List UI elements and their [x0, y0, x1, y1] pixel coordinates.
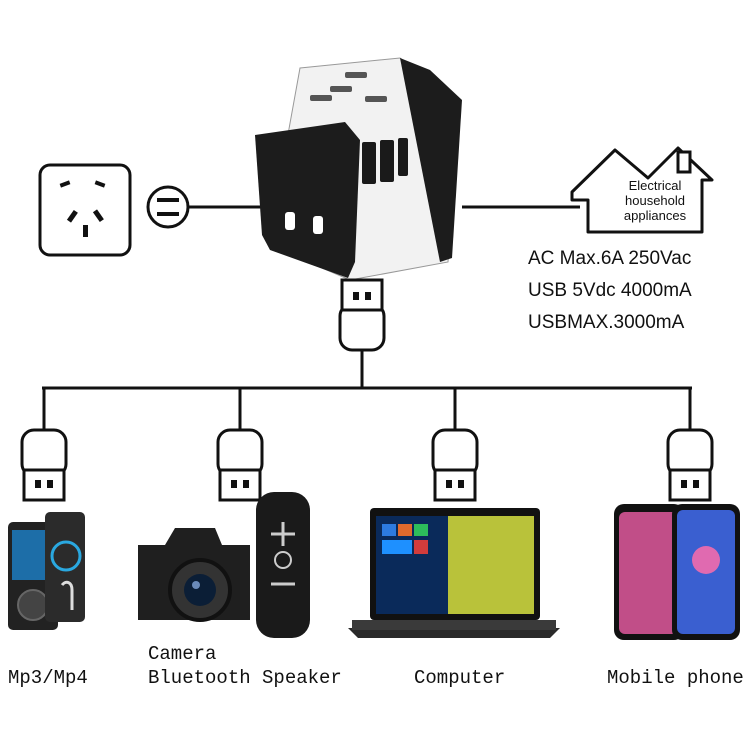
wall-socket-icon — [38, 163, 132, 257]
label-phone: Mobile phone — [607, 667, 744, 689]
label-mp3: Mp3/Mp4 — [8, 667, 88, 689]
appliance-label: Electrical household appliances — [600, 178, 710, 223]
spec-ac: AC Max.6A 250Vac — [528, 248, 692, 269]
appliance-label-line3: appliances — [623, 208, 687, 223]
label-camera: Camera — [148, 643, 217, 665]
label-computer: Computer — [414, 667, 506, 689]
spec-usb: USB 5Vdc 4000mA — [528, 280, 692, 301]
usb-plug-computer-icon — [431, 428, 479, 502]
spec-usbmax: USBMAX.3000mA — [528, 312, 685, 333]
travel-adapter — [255, 57, 580, 281]
center-usb-plug-icon — [338, 278, 386, 352]
usb-plug-camera-icon — [216, 428, 264, 502]
laptop-image — [348, 508, 560, 638]
usb-plug-phone-icon — [666, 428, 714, 502]
appliance-label-line2: household — [625, 193, 685, 208]
camera-image — [138, 528, 250, 622]
distribution-lines — [42, 350, 692, 432]
mp3-player-image — [8, 512, 85, 630]
house-icon — [570, 146, 714, 234]
appliance-label-line1: Electrical — [628, 178, 682, 193]
bluetooth-speaker-image — [256, 492, 310, 638]
mains-plug-icon — [146, 185, 262, 229]
mobile-phone-image — [614, 504, 740, 640]
usb-plug-mp3-icon — [20, 428, 68, 502]
label-speaker: Bluetooth Speaker — [148, 667, 342, 689]
